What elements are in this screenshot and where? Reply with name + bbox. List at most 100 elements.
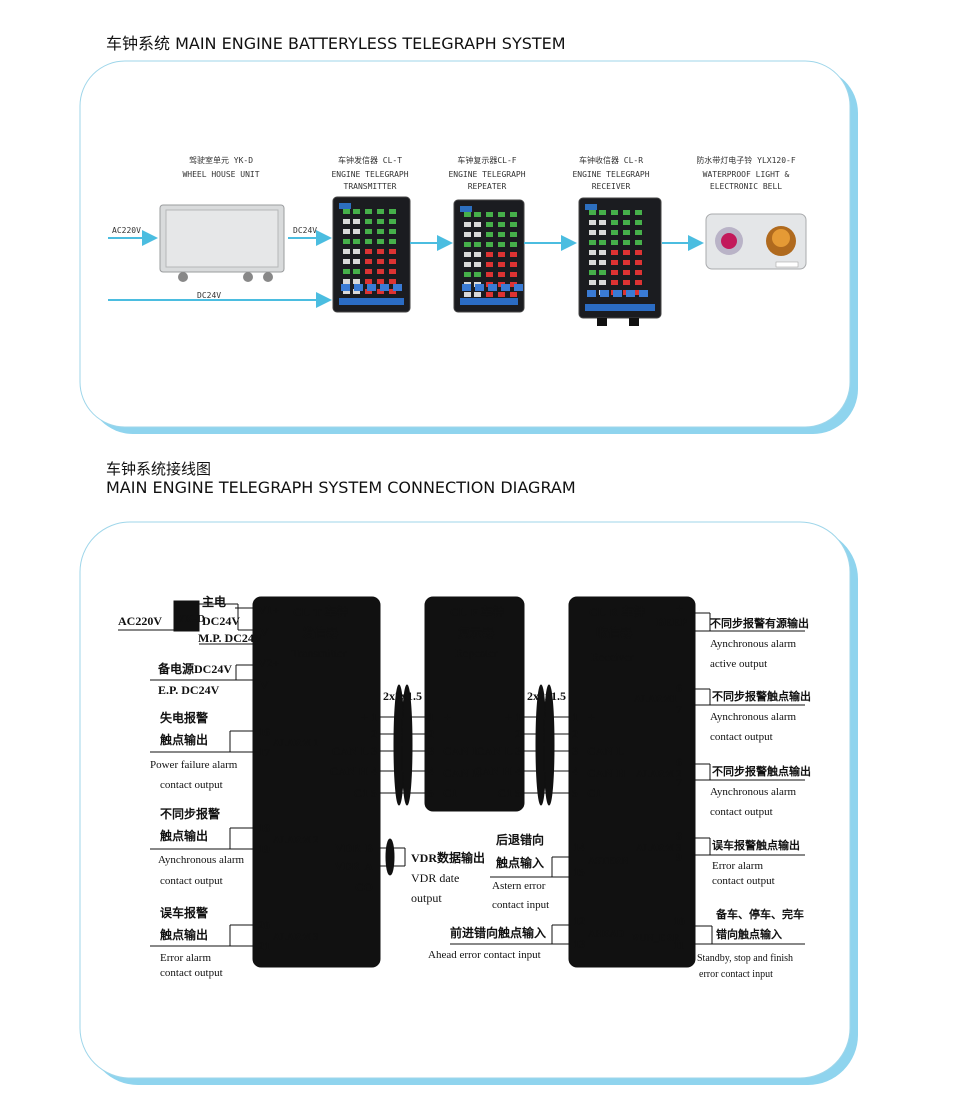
terminal-18: 18 [258, 821, 270, 835]
terminal-v2p: V2+ [258, 656, 280, 670]
repeater-in-terminal: 5 [428, 786, 434, 800]
unit-label-en: WATERPROOF LIGHT & [703, 170, 790, 179]
receiver-title: CL-R 车钟 [589, 604, 645, 619]
main-power-cn: 主电 [202, 594, 226, 609]
terminal-17: 17 [258, 745, 270, 759]
terminal-13: 13 [573, 937, 585, 951]
unit-label-cn: 车钟发信器 CL-T [338, 155, 402, 165]
beep-output-en: active output [710, 658, 767, 670]
power-failure-en: Power failure alarm [150, 759, 238, 771]
error-alarm-en: Error alarm [160, 952, 211, 964]
co-terminal: CO [355, 880, 373, 894]
ac220v-label: AC220V [118, 614, 162, 628]
terminal-6: 6 [676, 681, 682, 695]
terminal-11: 11 [673, 938, 684, 952]
alarm1-output-cn: 不同步报警触点输出 [712, 689, 811, 703]
unit-label-en: TRANSMITTER [344, 182, 397, 191]
receiver-in-terminal: 3 [572, 744, 578, 758]
repeater-out-terminal: CAN H 4 [474, 764, 521, 778]
repeater-in-terminal: 3 [428, 744, 434, 758]
alarm2-output-cn: 不同步报警触点输出 [712, 764, 811, 778]
repeater-in-label: - [444, 727, 448, 741]
unit-label-cn: 车钟复示器CL-F [457, 155, 516, 165]
repeater-title: CL-F 车钟 [450, 604, 505, 619]
repeater-image [453, 199, 525, 313]
terminal-15: 15 [573, 865, 585, 879]
repeater-in-label: C1 [443, 786, 458, 800]
beep-label: BEEP [656, 615, 687, 629]
vdr-output-en: VDR date [411, 871, 459, 885]
receiver-title: 收信器 [596, 625, 633, 640]
transmitter-title: Transmitter [291, 646, 347, 660]
terminal-12: 12 [573, 914, 585, 928]
alarm2-label: ALARM 2 [273, 835, 318, 846]
main-dc24v: DC24V [202, 614, 240, 628]
cable-spec: 2x2x1.5 [383, 689, 422, 703]
receiver-in-terminal: 4 [572, 764, 578, 778]
cable-spec: 2x2x1.5 [527, 689, 566, 703]
bus-terminal: CAN H 4 [330, 764, 377, 778]
receiver-alarm1: ALARM1 [634, 694, 677, 705]
async-alarm-en: contact output [160, 875, 223, 887]
unit-label-en: ENGINE TELEGRAPH [572, 170, 649, 179]
alarm1-label: ALARM 1 [273, 738, 318, 749]
alarm2-output-en: contact output [710, 806, 773, 818]
astern-input-en: Astern error [492, 880, 546, 892]
terminal-9: 9 [676, 850, 682, 864]
vdr-output-cn: VDR数据输出 [411, 850, 485, 865]
power-failure-cn: 失电报警 [160, 710, 208, 725]
repeater-title: Repeater [455, 646, 498, 660]
transmitter-title: 发信器 [301, 625, 339, 640]
async-alarm-cn: 触点输出 [160, 828, 208, 843]
receiver-in-label: - [588, 727, 592, 741]
alarm1-output-en: Aynchronous alarm [710, 711, 796, 723]
vdr-b-terminal: VDR-B [335, 841, 373, 855]
repeater-in-terminal: 2 [428, 727, 434, 741]
alarm3-output-en: contact output [712, 875, 775, 887]
repeater-box [424, 596, 525, 812]
error-alarm-cn: 触点输出 [160, 927, 208, 942]
receiver-in-terminal: 1 [572, 710, 578, 724]
terminal-v1p: V1+ [258, 603, 280, 617]
unit-label-en: REPEATER [468, 182, 507, 191]
vdr-output-en: output [411, 891, 442, 905]
arrow-label-ac: AC220V [112, 226, 141, 235]
astern-input-en: contact input [492, 899, 549, 911]
alarm3-label: ALARM 3 [273, 932, 318, 943]
bus-terminal: + 1 [361, 710, 377, 724]
terminal-v2m: V- [260, 678, 272, 692]
power-failure-en: contact output [160, 779, 223, 791]
alarm3-output-en: Error alarm [712, 860, 763, 872]
async-alarm-en: Aynchronous alarm [158, 854, 244, 866]
receiver-image [578, 197, 662, 326]
repeater-in-label: CAN H [443, 766, 482, 780]
receiver-alarm2: ALARM 2 [636, 769, 681, 780]
bell-image [705, 213, 807, 270]
async-alarm-cn: 不同步报警 [160, 806, 220, 821]
bus-terminal: C1 5 [353, 786, 377, 800]
terminal-20: 20 [258, 918, 270, 932]
terminal-v1m: V- [260, 625, 272, 639]
unit-label-en: WHEEL HOUSE UNIT [182, 170, 259, 179]
run-err-label: RUN_ERR [632, 933, 681, 944]
unit-label-cn: 防水带灯电子铃 YLX120-F [696, 155, 796, 165]
terminal-21: 21 [258, 939, 270, 953]
ahead-label: AHEAD [588, 929, 624, 940]
repeater-out-terminal: + 1 [505, 710, 521, 724]
error-alarm-en: contact output [160, 967, 223, 979]
unit-label-en: ENGINE TELEGRAPH [448, 170, 525, 179]
astern-input-cn: 触点输入 [496, 855, 544, 870]
main-mp-dc24v: M.P. DC24V [198, 631, 263, 645]
backup-power-label: 备电源DC24V [157, 661, 232, 676]
terminal-16: 16 [258, 725, 270, 739]
receiver-title: Receiver [591, 650, 634, 664]
terminal-14: 14 [573, 840, 585, 854]
unit-label-en: ELECTRONIC BELL [710, 182, 782, 191]
ykd-label: YK-D [177, 613, 205, 625]
ahead-input-cn: 前进错向触点输入 [450, 925, 546, 940]
section-title-system: 车钟系统 MAIN ENGINE BATTERYLESS TELEGRAPH S… [106, 34, 566, 53]
bus-terminal: CAN L 3 [332, 744, 377, 758]
section-title-diagram-cn: 车钟系统接线图 [106, 460, 212, 478]
unit-label-cn: 驾驶室单元 YK-D [189, 155, 253, 165]
